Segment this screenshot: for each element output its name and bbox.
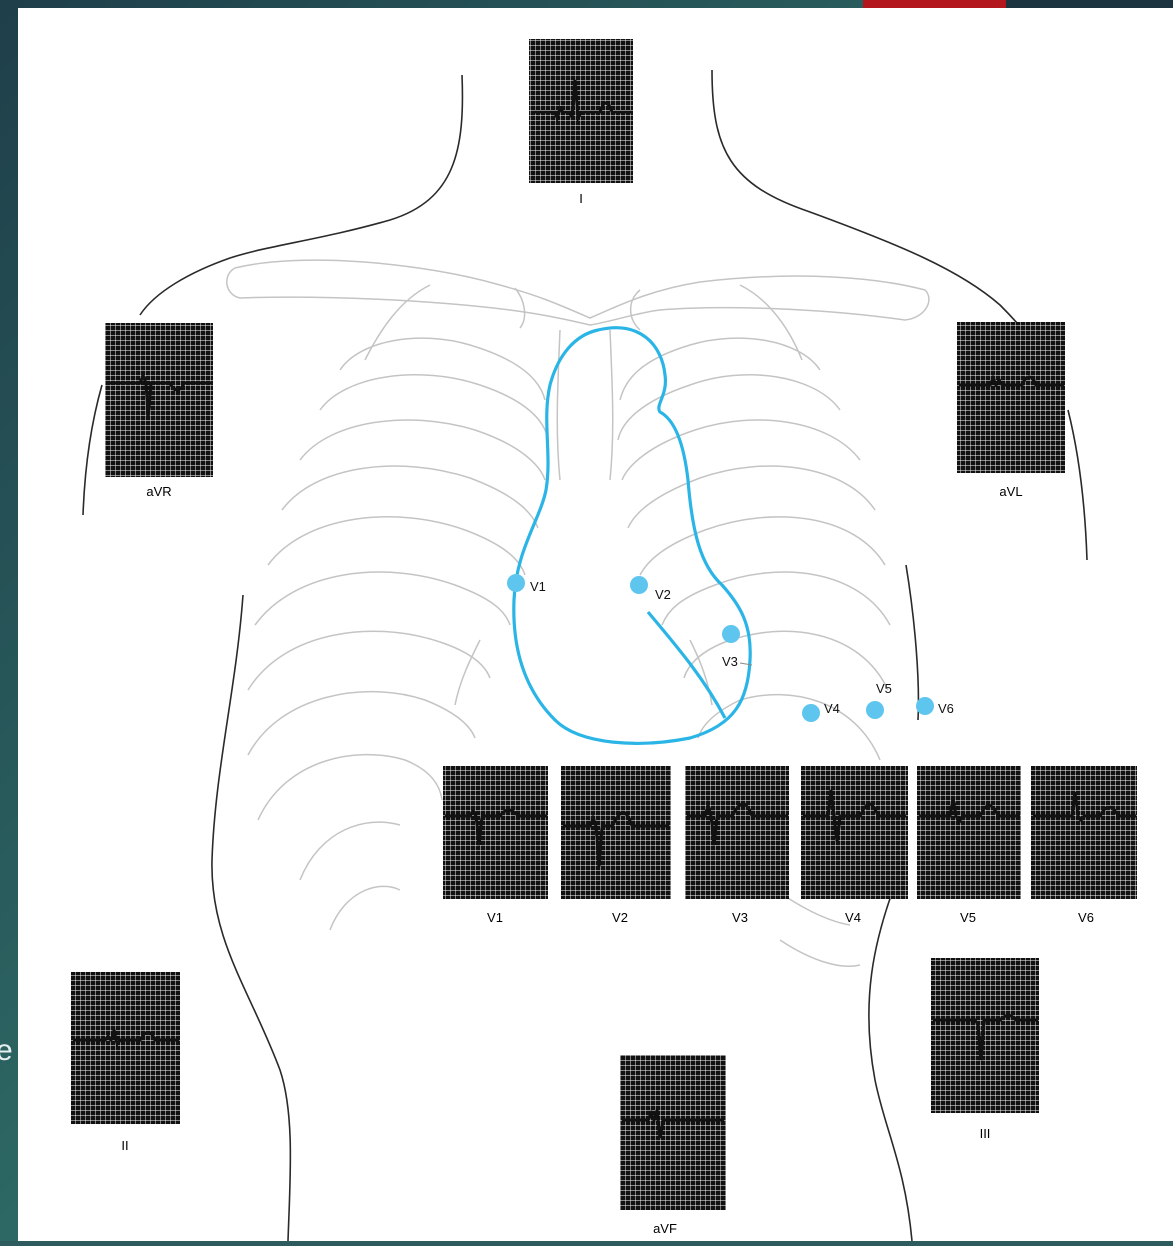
electrode-label-v5: V5 xyxy=(876,681,892,696)
ecg-strip-V3: V3 xyxy=(685,766,789,925)
ecg-strip-I: I xyxy=(529,39,633,206)
slide-partial-text: e xyxy=(0,1034,13,1068)
lead-label-V2: V2 xyxy=(612,910,628,925)
lead-label-V6: V6 xyxy=(1078,910,1094,925)
ecg-lead-diagram: V1 V2 V3 V4 V5 V6 I aVR aVL II aVF III xyxy=(18,8,1173,1241)
ecg-strip-V2: V2 xyxy=(561,766,671,925)
lead-label-V4: V4 xyxy=(845,910,861,925)
slide-top-bar xyxy=(1006,0,1173,8)
electrode-v1 xyxy=(507,574,525,592)
lead-label-III: III xyxy=(980,1126,991,1141)
heart-outline xyxy=(514,328,750,744)
electrode-v6 xyxy=(916,697,934,715)
ecg-strip-V1: V1 xyxy=(443,766,548,925)
electrode-v3 xyxy=(722,625,740,643)
diagram-canvas: V1 V2 V3 V4 V5 V6 I aVR aVL II aVF III xyxy=(18,8,1173,1241)
ecg-strip-V6: V6 xyxy=(1031,766,1137,925)
lead-label-aVF: aVF xyxy=(653,1221,677,1236)
lead-label-V1: V1 xyxy=(487,910,503,925)
slide-accent-bar xyxy=(863,0,1006,8)
electrode-label-v1: V1 xyxy=(530,579,546,594)
ecg-strip-V5: V5 xyxy=(917,766,1021,925)
ecg-strip-III: III xyxy=(931,958,1039,1141)
electrode-v4 xyxy=(802,704,820,722)
lead-label-I: I xyxy=(579,191,583,206)
electrode-label-v3: V3 xyxy=(722,654,738,669)
electrode-label-v2: V2 xyxy=(655,587,671,602)
ecg-strip-aVR: aVR xyxy=(105,323,213,499)
lead-label-II: II xyxy=(121,1138,128,1153)
electrode-label-v4: V4 xyxy=(824,701,840,716)
electrode-markers xyxy=(507,574,934,722)
septum-line xyxy=(648,612,725,718)
lead-label-V5: V5 xyxy=(960,910,976,925)
lead-label-V3: V3 xyxy=(732,910,748,925)
electrode-label-v6: V6 xyxy=(938,701,954,716)
electrode-v5 xyxy=(866,701,884,719)
ecg-strip-aVF: aVF xyxy=(620,1055,726,1236)
lead-label-aVR: aVR xyxy=(146,484,171,499)
lead-label-aVL: aVL xyxy=(999,484,1022,499)
ecg-strip-aVL: aVL xyxy=(957,322,1065,499)
electrode-v2 xyxy=(630,576,648,594)
ecg-strip-V4: V4 xyxy=(801,766,908,925)
ecg-strip-II: II xyxy=(71,972,180,1153)
